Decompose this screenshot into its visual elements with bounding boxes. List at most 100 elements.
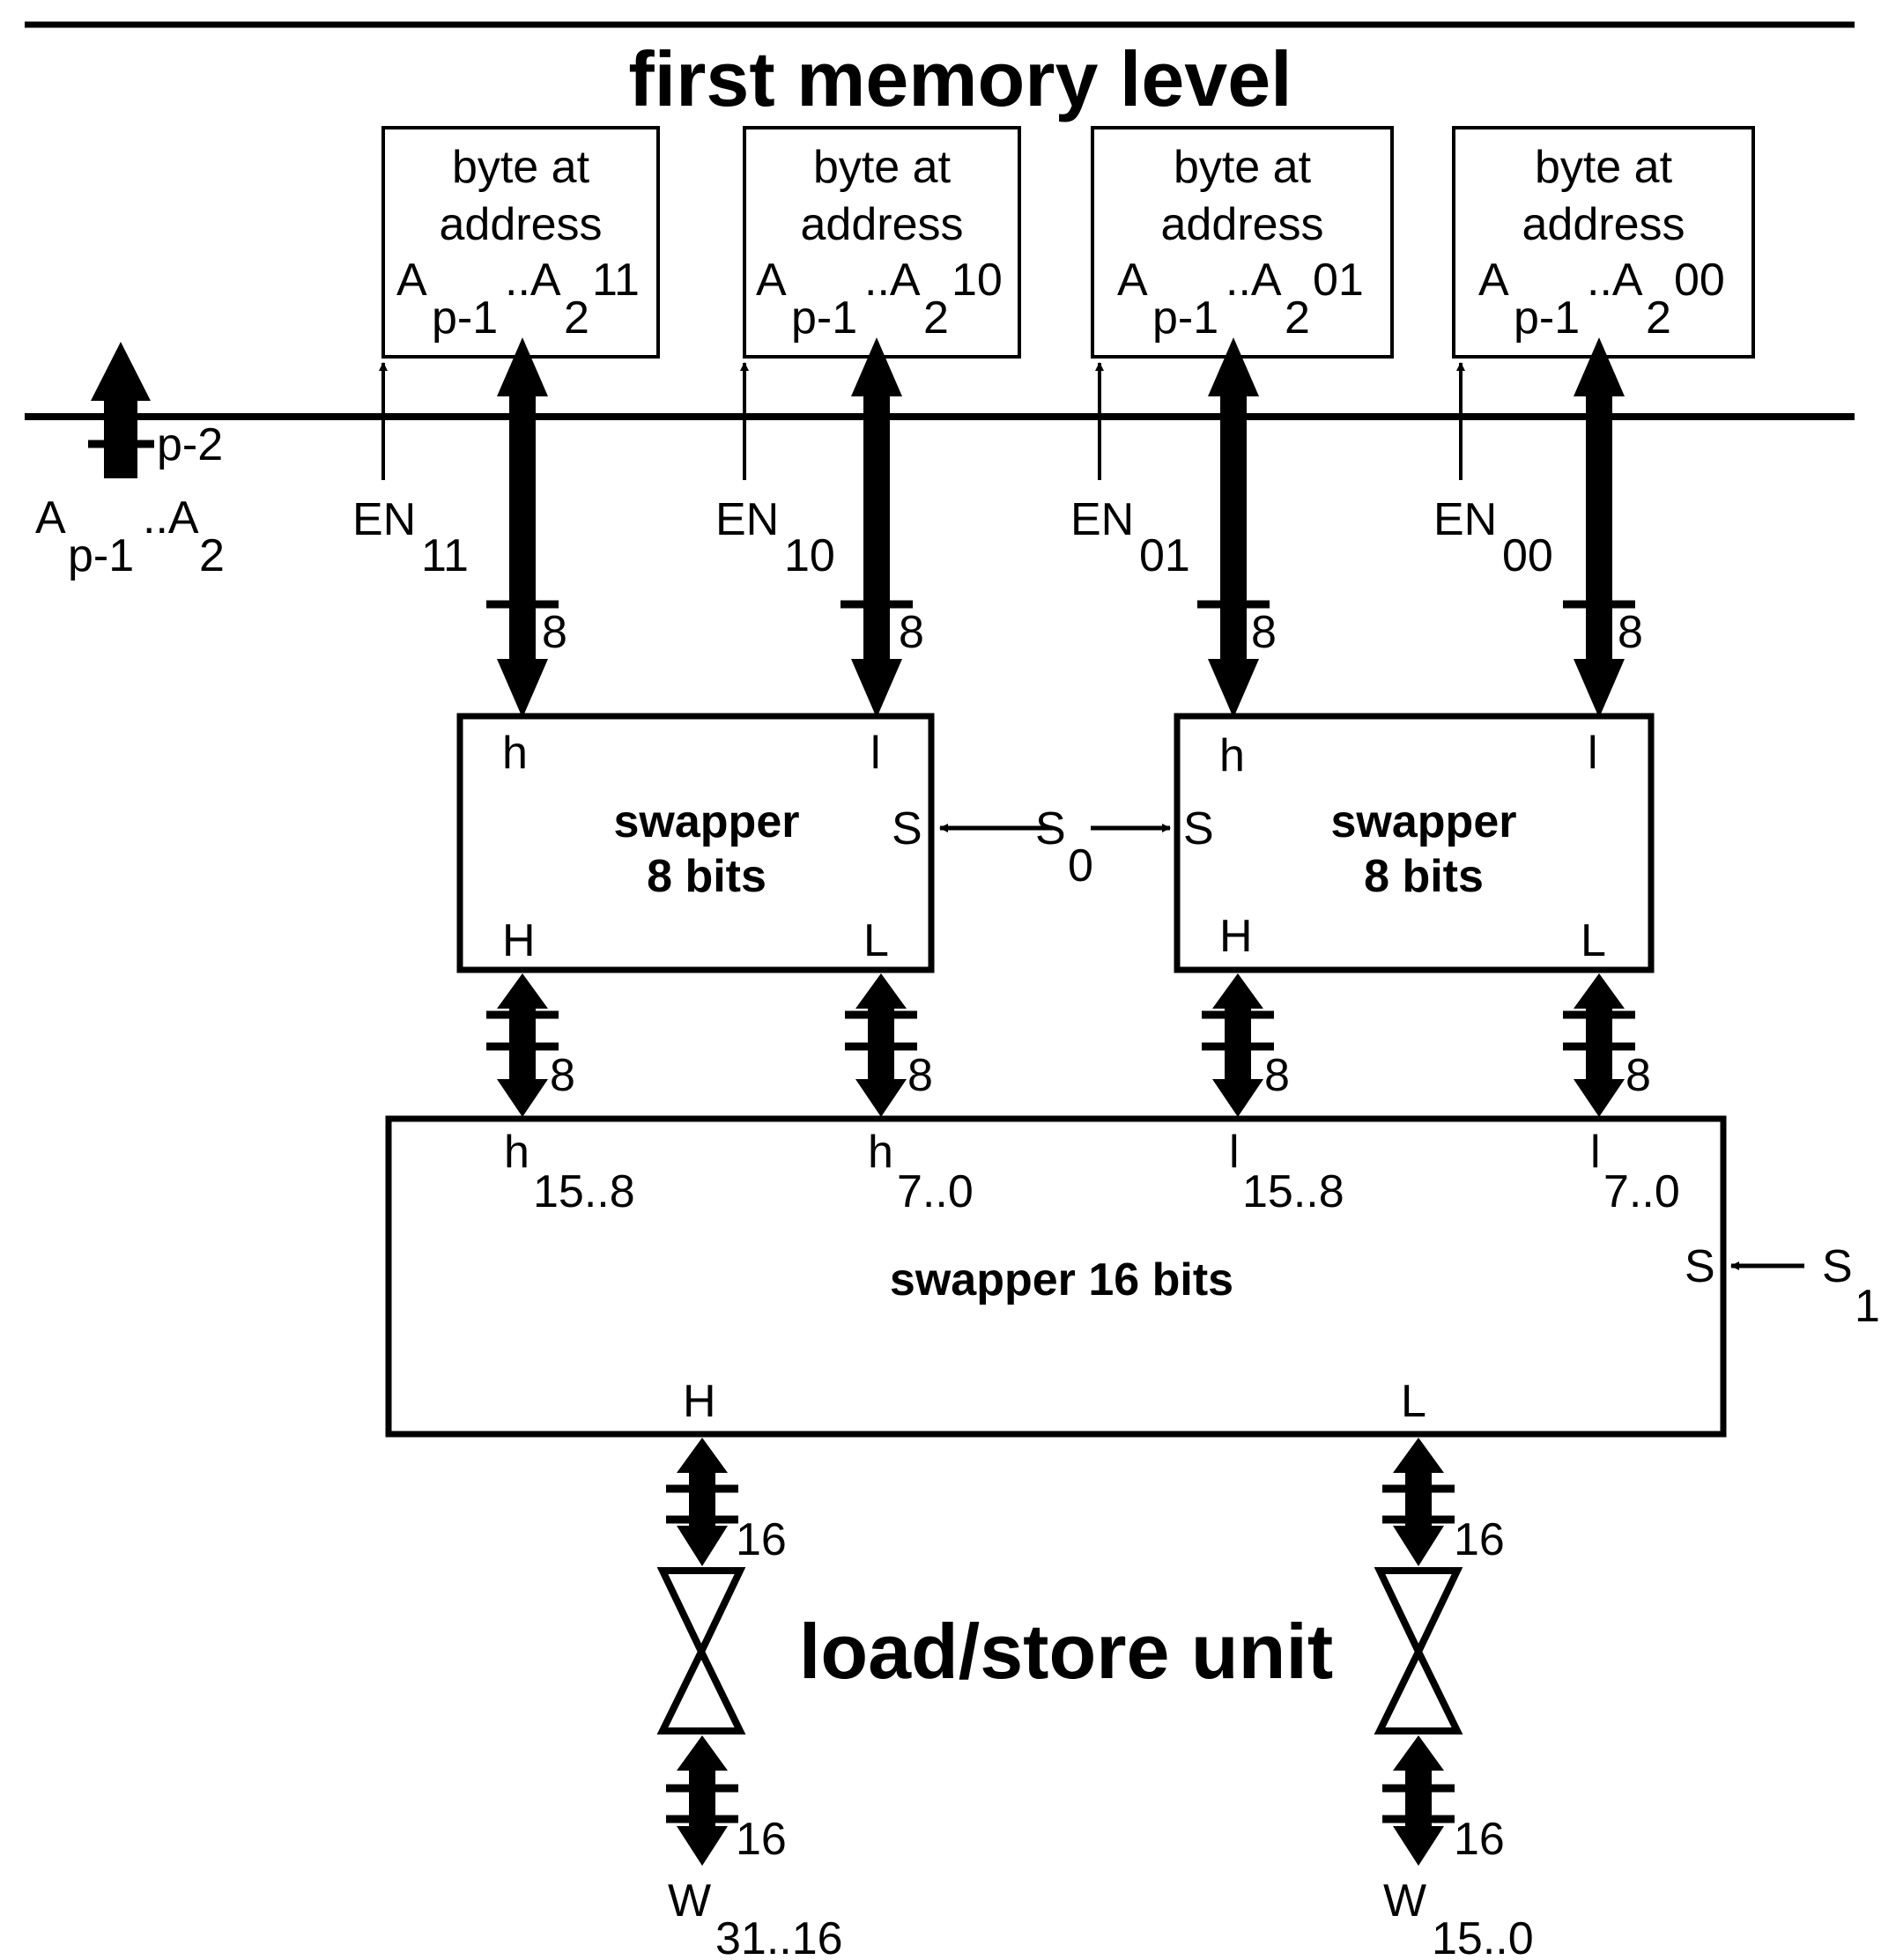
output-left: 16 16 W 31..16 [656, 1438, 843, 1960]
port-H: H [502, 915, 536, 966]
memory-byte-suffix: 00 [1674, 255, 1725, 306]
swapper-label-line2: 8 bits [647, 851, 766, 902]
data-bus-width: 8 [1618, 607, 1643, 658]
port-l7-0: l [1590, 1127, 1601, 1178]
memory-byte-dots: ..A [1226, 255, 1282, 306]
memory-byte-line2: address [1161, 199, 1324, 250]
enable-label: EN [352, 494, 416, 545]
output-w-sub: 15..0 [1432, 1913, 1534, 1960]
s0-label: S [1035, 803, 1066, 854]
output-bus-width: 16 [736, 1814, 787, 1865]
memory-byte-sub2: 2 [923, 292, 949, 344]
memory-byte-10: byte at address A p-1 ..A 2 10 EN 10 8 [715, 126, 1021, 718]
memory-byte-a: A [1117, 255, 1148, 306]
swapper-label-line2: 8 bits [1364, 851, 1484, 902]
memory-byte-dots: ..A [505, 255, 561, 306]
s1-sub: 1 [1855, 1281, 1880, 1332]
port-h15-8-sub: 15..8 [533, 1166, 635, 1217]
enable-label: EN [1433, 494, 1497, 545]
memory-byte-suffix: 11 [592, 255, 640, 306]
memory-byte-line2: address [1522, 199, 1685, 250]
lower-bus-width: 8 [1264, 1050, 1290, 1101]
swapper-8bit-left: h l swapper 8 bits S H L [456, 713, 935, 973]
address-bus: p-2 A p-1 ..A 2 [35, 342, 225, 581]
enable-label: EN [1070, 494, 1134, 545]
swapper-label-line1: swapper [1331, 796, 1517, 847]
output-bus-width: 16 [1454, 1814, 1505, 1865]
address-bus-arrow [91, 342, 151, 478]
output-bus-arrow [1393, 1438, 1444, 1566]
memory-byte-line2: address [440, 199, 603, 250]
port-l7-0-sub: 7..0 [1603, 1166, 1680, 1217]
address-bus-width: p-2 [157, 419, 223, 470]
port-L: L [1401, 1376, 1426, 1427]
memory-byte-sub1: p-1 [1514, 292, 1580, 344]
address-bus-dots: ..A [143, 492, 199, 544]
port-h: h [1219, 730, 1245, 781]
port-h15-8: h [504, 1127, 529, 1178]
swapper-box [1174, 713, 1655, 973]
port-s: S [892, 803, 922, 854]
memory-byte-sub1: p-1 [432, 292, 498, 344]
swapper-16bit: h 15..8 h 7..0 l 15..8 l 7..0 swapper 16… [385, 1115, 1727, 1438]
lower-bus-width: 8 [1626, 1050, 1651, 1101]
s1-label: S [1822, 1241, 1853, 1292]
output-bus-arrow [1393, 1735, 1444, 1866]
memory-byte-01: byte at address A p-1 ..A 2 01 EN 01 8 [1070, 126, 1394, 718]
memory-byte-line1: byte at [452, 142, 590, 193]
memory-byte-line1: byte at [813, 142, 952, 193]
enable-sub: 00 [1502, 530, 1553, 581]
swapper16-box [385, 1115, 1727, 1438]
output-bus-arrow [677, 1735, 728, 1866]
port-l: l [870, 728, 881, 779]
lower-bus-width: 8 [907, 1050, 933, 1101]
output-right: 16 16 W 15..0 [1374, 1438, 1534, 1960]
output-w-label: W [668, 1875, 711, 1927]
memory-byte-line1: byte at [1174, 142, 1312, 193]
port-l15-8-sub: 15..8 [1242, 1166, 1344, 1217]
data-bus-width: 8 [1251, 607, 1277, 658]
memory-byte-a: A [1478, 255, 1509, 306]
memory-byte-sub1: p-1 [1152, 292, 1218, 344]
memory-byte-suffix: 10 [952, 255, 1003, 306]
output-w-sub: 31..16 [715, 1913, 843, 1960]
s1-control: S 1 [1730, 1241, 1880, 1332]
output-bus-width: 16 [736, 1514, 787, 1565]
port-l: l [1588, 728, 1598, 779]
port-H: H [683, 1376, 716, 1427]
lower-buses: 8 8 8 8 [486, 973, 1651, 1117]
memory-byte-a: A [396, 255, 427, 306]
port-L: L [1581, 915, 1606, 966]
memory-byte-sub1: p-1 [791, 292, 857, 344]
data-bus-width: 8 [899, 607, 924, 658]
tristate-buffer-icon [1374, 1567, 1463, 1660]
lower-bus-width: 8 [550, 1050, 575, 1101]
s0-control: S 0 [939, 803, 1171, 891]
memory-byte-a: A [756, 255, 787, 306]
memory-byte-line2: address [801, 199, 964, 250]
port-L: L [863, 915, 889, 966]
address-bus-sub2: 2 [199, 530, 225, 581]
data-bus-arrow [1208, 337, 1259, 718]
memory-byte-suffix: 01 [1313, 255, 1364, 306]
tristate-buffer-icon [1374, 1643, 1463, 1734]
load-store-unit-label: load/store unit [799, 1608, 1333, 1695]
memory-byte-00: byte at address A p-1 ..A 2 00 EN 00 8 [1433, 126, 1755, 718]
port-H: H [1219, 911, 1253, 962]
output-w-label: W [1383, 1875, 1426, 1927]
enable-label: EN [715, 494, 779, 545]
memory-byte-box [1091, 126, 1394, 359]
port-s: S [1685, 1241, 1715, 1292]
diagram-title: first memory level [628, 35, 1292, 122]
memory-byte-11: byte at address A p-1 ..A 2 11 EN 11 8 [352, 126, 660, 718]
memory-byte-line1: byte at [1535, 142, 1673, 193]
swapper16-label: swapper 16 bits [890, 1254, 1233, 1305]
data-bus-arrow [497, 337, 548, 718]
output-bus-arrow [677, 1438, 728, 1566]
data-bus-width: 8 [542, 607, 567, 658]
enable-sub: 10 [784, 530, 835, 581]
port-h7-0-sub: 7..0 [897, 1166, 974, 1217]
port-s: S [1183, 803, 1214, 854]
swapper-8bit-right: h l swapper 8 bits S H L [1174, 713, 1655, 973]
